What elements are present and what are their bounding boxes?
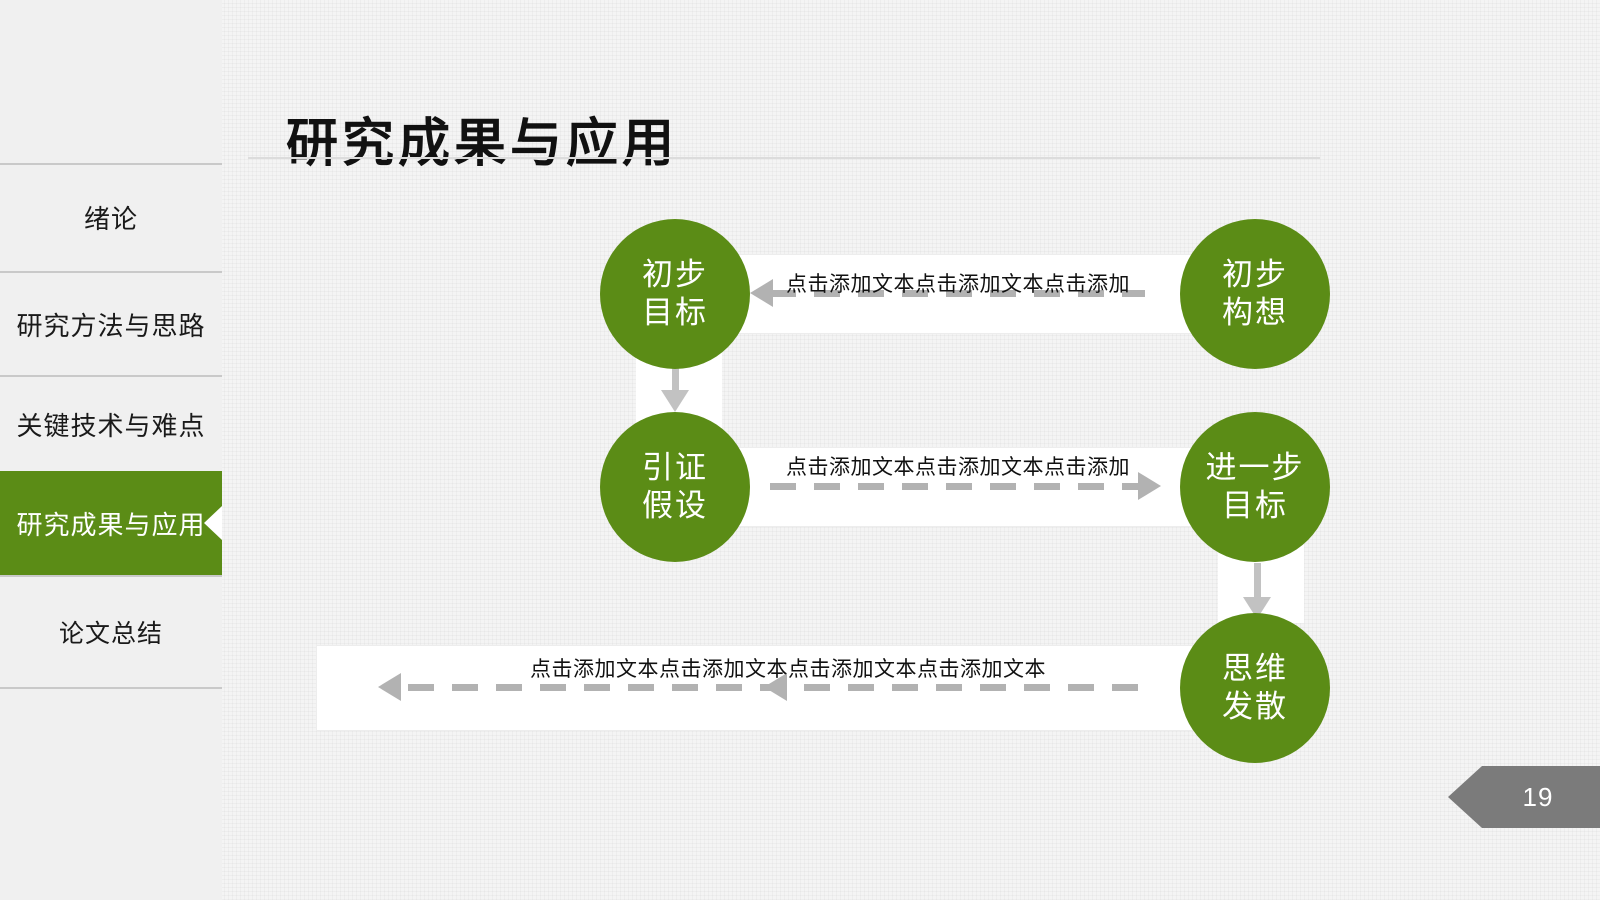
- sidebar-item-label-4: 论文总结: [58, 620, 163, 648]
- sidebar-item-1[interactable]: 研究方法与思路: [0, 273, 222, 375]
- node-top-left-line2: 目标: [642, 295, 708, 330]
- sidebar-item-4[interactable]: 论文总结: [0, 577, 222, 687]
- title-underline: [248, 157, 1320, 159]
- node-top-left-line1: 初步: [642, 257, 708, 293]
- connector-bottom-arrowhead-mid-icon: [764, 673, 787, 701]
- connector-middle-dashes: [770, 483, 1145, 490]
- sidebar-divider-0: [0, 271, 222, 273]
- connector-bottom-arrowhead-left-icon: [378, 673, 401, 701]
- slide-navigation-sidebar: 绪论 研究方法与思路 关键技术与难点 研究成果与应用 论文总结: [0, 0, 222, 900]
- sidebar-item-2[interactable]: 关键技术与难点: [0, 377, 222, 471]
- node-bottom-right-line1: 思维: [1222, 651, 1288, 687]
- active-item-notch-icon: [204, 506, 222, 540]
- connector-top-arrowhead-left-icon: [750, 279, 773, 307]
- node-top-right[interactable]: 初步 构想: [1180, 219, 1330, 369]
- node-top-right-line2: 构想: [1222, 295, 1288, 330]
- node-mid-left-line1: 引证: [642, 450, 708, 486]
- node-bottom-right-line2: 发散: [1222, 689, 1288, 724]
- sidebar-item-3[interactable]: 研究成果与应用: [0, 471, 222, 575]
- node-mid-left[interactable]: 引证 假设: [600, 412, 750, 562]
- sidebar-item-label-2: 关键技术与难点: [16, 410, 206, 441]
- connector-left-vertical-arrowhead-icon: [661, 390, 689, 412]
- connector-bottom-label: 点击添加文本点击添加文本点击添加文本点击添加文本: [530, 658, 1046, 681]
- page-number-value: 19: [1522, 781, 1554, 812]
- node-mid-right-line2: 目标: [1222, 488, 1288, 523]
- sidebar-divider-1: [0, 375, 222, 377]
- connector-left-vertical-line: [672, 352, 679, 396]
- sidebar-item-label-1: 研究方法与思路: [16, 310, 206, 341]
- sidebar-item-label-3: 研究成果与应用: [16, 509, 206, 540]
- sidebar-item-label-0: 绪论: [83, 203, 138, 234]
- node-bottom-right[interactable]: 思维 发散: [1180, 613, 1330, 763]
- page-number-badge: 19: [1448, 766, 1600, 828]
- connector-middle-label: 点击添加文本点击添加文本点击添加: [786, 456, 1130, 479]
- connector-right-vertical-line: [1254, 563, 1261, 603]
- page-title: 研究成果与应用: [286, 114, 679, 173]
- node-mid-right-line1: 进一步: [1205, 450, 1305, 486]
- connector-top-dashes: [770, 290, 1145, 297]
- connector-middle-arrowhead-right-icon: [1138, 472, 1161, 500]
- node-mid-left-line2: 假设: [642, 488, 708, 523]
- node-mid-right[interactable]: 进一步 目标: [1180, 412, 1330, 562]
- sidebar-top-divider: [0, 163, 222, 165]
- node-top-right-line1: 初步: [1222, 257, 1288, 293]
- connector-top-label: 点击添加文本点击添加文本点击添加: [786, 273, 1130, 296]
- node-top-left[interactable]: 初步 目标: [600, 219, 750, 369]
- sidebar-divider-3: [0, 687, 222, 689]
- sidebar-divider-2: [0, 575, 222, 577]
- sidebar-item-0[interactable]: 绪论: [0, 163, 222, 271]
